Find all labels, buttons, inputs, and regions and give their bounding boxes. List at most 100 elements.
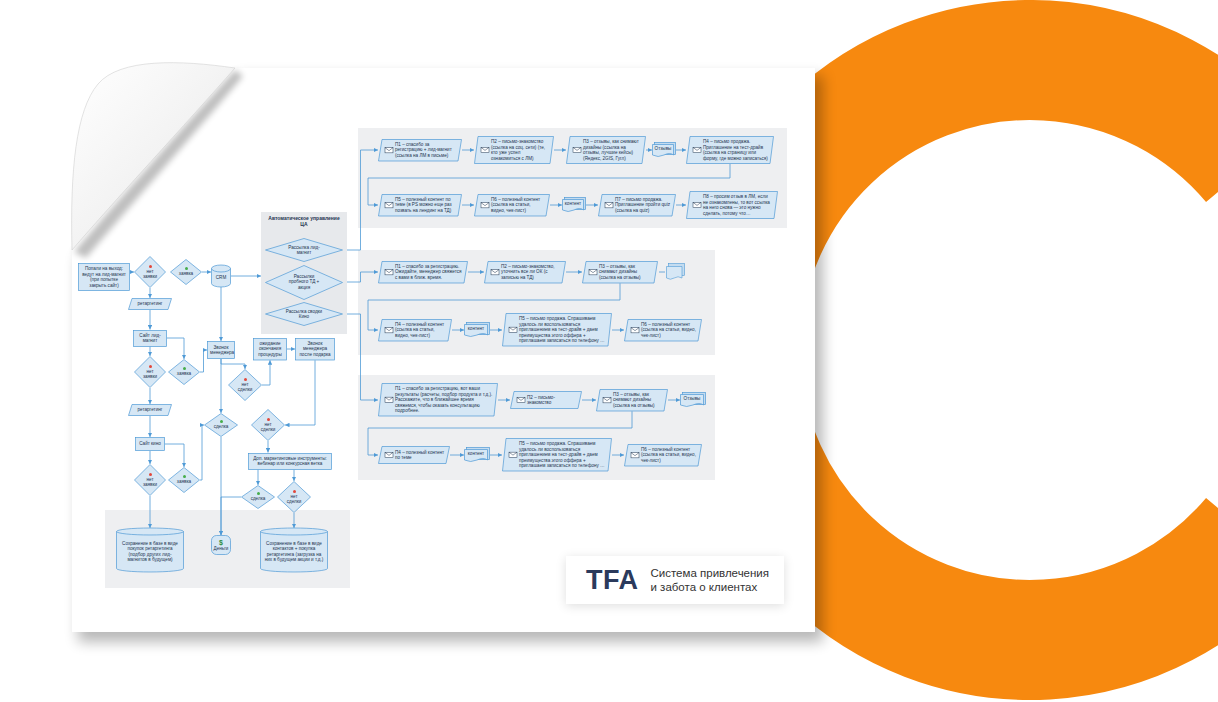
envelope-icon [693,202,701,207]
envelope-icon [385,202,393,207]
node-text: заявка [176,479,192,485]
node-text: $ [213,539,229,546]
connector [150,310,151,330]
node-text: ретаргетинг [134,301,166,307]
parallelogram-outline [567,137,646,164]
decision-diamond: сделка [204,413,238,437]
text-wrap: нет заявки [142,265,158,280]
process-box: Звонок менеджера [207,341,235,359]
text-wrap: сделка [250,492,267,502]
email-step: П2 – письмо-знакомство, уточнить все ли … [484,261,566,284]
status-dot [149,365,152,368]
envelope-icon [481,202,489,207]
document-shape: Отзывы [680,392,706,408]
envelope-icon [589,269,597,274]
diamond-outline [229,370,262,401]
connector [221,359,222,413]
connector [150,451,151,464]
text-wrap: заявка [176,475,192,485]
flow-band [358,375,715,480]
cylinder-outline [117,528,184,572]
envelope-icon [385,269,393,272]
parallelogram-outline [379,194,462,216]
node-text: П3 – отзывы, как снимают дизайны (ссылка… [599,264,653,281]
text-wrap: П3 – отзывы, как снимают дизайны (ссылка… [583,139,641,161]
diamond-outline [135,357,166,388]
text-wrap: сделка [213,420,230,430]
connector [221,287,222,341]
status-dot [149,473,152,476]
text-wrap: Сохранение в базе в виде контактов + пок… [264,541,324,563]
node-text: CRM [215,275,227,281]
node-text: Доп. маркетинговые инструменты: вебинар … [251,456,329,467]
node-text: П4 – письмо продажа. Приглашение на тест… [703,139,769,161]
diamond-outline [169,468,200,493]
node-text: контент [564,201,582,207]
connector [150,347,151,357]
node-text: Рассылка лид-магнит [285,245,324,256]
text-wrap: Отзывы [654,146,672,152]
email-step: П4 – письмо продажа. Приглашение на тест… [686,136,774,164]
text-wrap: Автоматическое управление ЦА [265,215,343,227]
diamond-outline [135,257,166,288]
connector [150,288,151,298]
node-text: П4 – полезный контент (ссылка на статьи,… [395,322,447,339]
status-dot [183,367,186,370]
email-step: П5 – полезный контент по теме (в PS можн… [378,194,462,217]
connector [586,205,598,206]
node-text: П2 – письмо-знакомство, уточнить все ли … [501,264,561,281]
node-text: Отзывы [654,146,672,152]
flow-band [358,128,787,228]
envelope-icon [481,147,489,150]
envelope-icon [509,452,517,455]
process-box: ожидание окончания процедуры [253,338,287,361]
node-text: П7 – письмо продажа. Приглашение пройти … [615,197,671,214]
terminal-shape: $Деньги [211,535,231,555]
envelope-icon [517,397,525,402]
email-step: П3 – отзывы, как снимают дизайны (ссылка… [596,389,668,412]
connector [468,272,484,273]
parallelogram-outline [625,319,702,341]
node-text: Сохранение в базе в виде покупок ретарге… [120,541,180,563]
process-box: Сайт лид-магнит [133,330,167,347]
email-step: П2 – письмо-знакомство (ссылка на соц. с… [474,136,554,164]
connector [676,205,686,206]
envelope-icon [385,147,393,152]
text-wrap: TFAСистема привлечения и забота о клиент… [586,566,778,595]
node-subtext: Деньги [213,546,229,552]
connector [498,400,510,401]
envelope-icon [385,327,393,330]
text-wrap: П5 – письмо продажа. Спрашиваем удалось … [519,316,607,344]
box-outline [208,342,235,359]
text-wrap: П5 – полезный контент по теме (в PS можн… [395,197,457,214]
node-text: П2 – письмо-знакомство (ссылка на соц. с… [491,139,549,161]
node-text: П3 – отзывы, как снимают дизайны (ссылка… [583,139,641,161]
decision-diamond: Рассылки пробного ТД + акция [265,265,343,300]
connector [150,388,151,404]
cylinder-rim [261,532,328,535]
node-text: Звонок менеджера после подарка [298,341,332,358]
diamond-outline [242,486,275,509]
envelope-icon [385,202,393,205]
terminal-outline [212,536,231,555]
decision-diamond: нет заявки [134,464,166,496]
node-text: Автоматическое управление ЦА [265,215,343,227]
text-wrap: П3 – отзывы, как снимают дизайны (ссылка… [613,392,663,409]
email-step: П1 – спасибо за регистрацию, вот ваши ре… [378,383,498,417]
node-text: П2 – письмо-знакомство [527,395,577,406]
node-text: нет заявки [142,477,158,488]
parallelogram-outline [503,314,612,347]
database-cylinder: Сохранение в базе в виде контактов + пок… [260,528,328,572]
text-wrap: ретаргетинг [134,407,166,413]
status-dot [257,492,260,495]
parallelogram-outline [379,384,498,417]
text-wrap: П4 – полезный контент по теме [395,450,445,461]
cylinder-outline [212,265,231,287]
node-subtext: Система привлечения и забота о клиентах [651,566,775,595]
text-wrap: контент [564,201,582,207]
card-ground [566,556,784,604]
node-text: Попали на выход: ведут на лид-магнит (пр… [81,266,127,288]
text-wrap: Отзывы [682,396,702,402]
decision-diamond: сделка [241,485,275,509]
process-box: Доп. маркетинговые инструменты: вебинар … [248,453,332,470]
